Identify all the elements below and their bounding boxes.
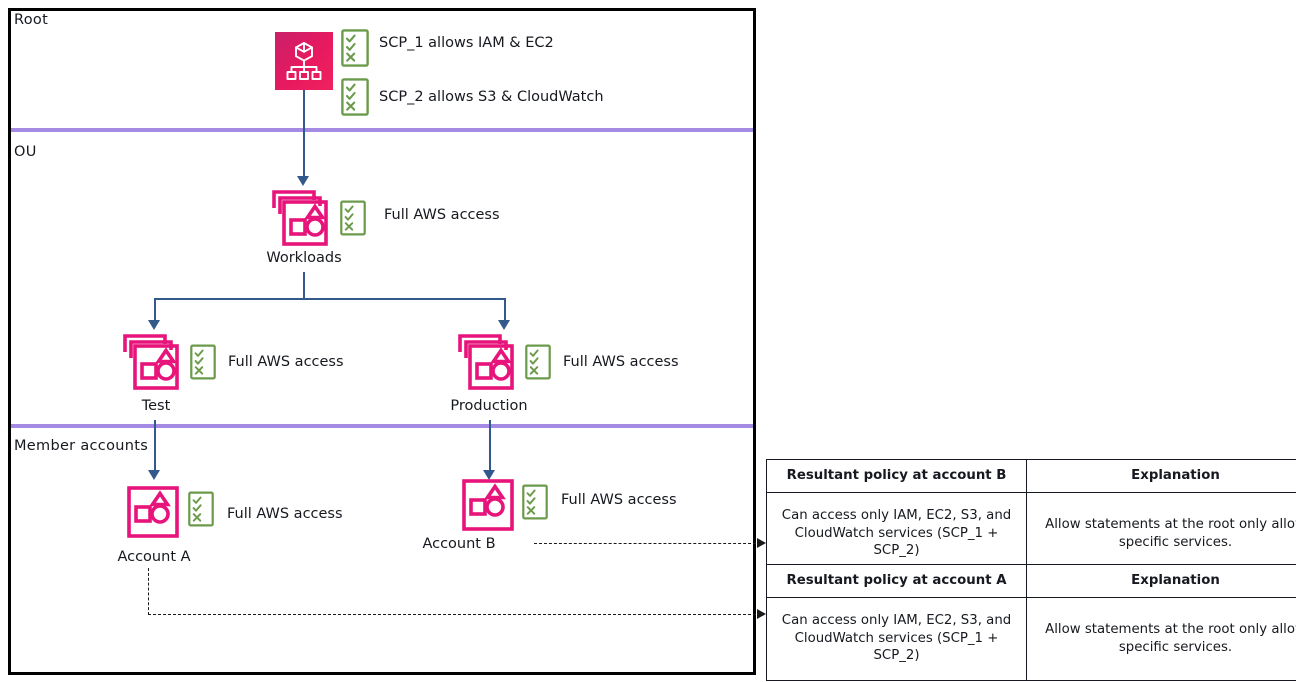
band-divider-ou-members [11, 424, 753, 428]
table-header-explanation-b: Explanation [1026, 459, 1296, 493]
organizational-unit-icon-workloads [270, 188, 334, 248]
production-policy-label: Full AWS access [563, 354, 679, 370]
member-account-icon-a [126, 485, 182, 539]
scp-policy-icon-test [190, 344, 216, 380]
root-policy-label-scp1: SCP_1 allows IAM & EC2 [379, 35, 554, 51]
band-label-root: Root [14, 12, 49, 28]
resultant-policy-table-account-a: Resultant policy at account A Explanatio… [766, 564, 1296, 681]
arrowhead-account-b-to-table [757, 538, 766, 548]
table-cell-policy-a: Can access only IAM, EC2, S3, and CloudW… [766, 596, 1027, 681]
leader-account-b-to-table [534, 543, 761, 544]
account-b-policy-label: Full AWS access [561, 492, 677, 508]
account-a-policy-label: Full AWS access [227, 506, 343, 522]
scp-policy-icon-account-b [522, 484, 548, 520]
band-divider-root-ou [11, 128, 753, 132]
table-row: Can access only IAM, EC2, S3, and CloudW… [766, 491, 1296, 576]
table-cell-explanation-a: Allow statements at the root only allow … [1026, 596, 1296, 681]
root-policy-label-scp2: SCP_2 allows S3 & CloudWatch [379, 89, 604, 105]
node-label-account-a: Account A [117, 549, 191, 565]
arrowhead-test-to-account-a [148, 470, 160, 480]
leader-account-a-to-table [148, 614, 761, 615]
arrowhead-split-to-production [498, 320, 510, 330]
node-label-workloads: Workloads [266, 250, 342, 266]
band-label-member-accounts: Member accounts [14, 438, 149, 454]
organizational-unit-icon-test [121, 332, 185, 392]
node-label-account-b: Account B [422, 536, 496, 552]
connector-production-to-account-b [489, 420, 491, 472]
scp-policy-icon-scp1 [341, 29, 369, 67]
connector-test-to-account-a [154, 420, 156, 472]
table-row: Can access only IAM, EC2, S3, and CloudW… [766, 596, 1296, 681]
scp-policy-icon-production [525, 344, 551, 380]
table-cell-explanation-b: Allow statements at the root only allow … [1026, 491, 1296, 576]
band-label-ou: OU [14, 144, 37, 160]
test-policy-label: Full AWS access [228, 354, 344, 370]
member-account-icon-b [461, 478, 517, 532]
connector-root-to-workloads [303, 90, 305, 178]
arrowhead-root-to-workloads [297, 176, 309, 186]
scp-policy-icon-account-a [188, 491, 214, 527]
arrowhead-split-to-test [148, 320, 160, 330]
table-header-row: Resultant policy at account A Explanatio… [766, 564, 1296, 598]
scp-policy-icon-scp2 [341, 78, 369, 116]
table-header-policy-b: Resultant policy at account B [766, 459, 1027, 493]
leader-account-a-vertical [148, 568, 149, 615]
arrowhead-account-a-to-table [757, 609, 766, 619]
node-label-production: Production [450, 398, 528, 414]
connector-split-to-production [504, 298, 506, 322]
organizations-root-icon [275, 32, 333, 90]
organizational-unit-icon-production [456, 332, 520, 392]
table-header-explanation-a: Explanation [1026, 564, 1296, 598]
arrowhead-production-to-account-b [483, 470, 495, 480]
scp-policy-icon-workloads [340, 200, 366, 236]
node-label-test: Test [141, 398, 171, 414]
table-header-policy-a: Resultant policy at account A [766, 564, 1027, 598]
connector-split-to-test [154, 298, 156, 322]
resultant-policy-table-account-b: Resultant policy at account B Explanatio… [766, 459, 1296, 576]
connector-workloads-stem [303, 272, 305, 299]
connector-workloads-split-bar [154, 298, 505, 300]
table-header-row: Resultant policy at account B Explanatio… [766, 459, 1296, 493]
workloads-policy-label: Full AWS access [384, 207, 500, 223]
table-cell-policy-b: Can access only IAM, EC2, S3, and CloudW… [766, 491, 1027, 576]
